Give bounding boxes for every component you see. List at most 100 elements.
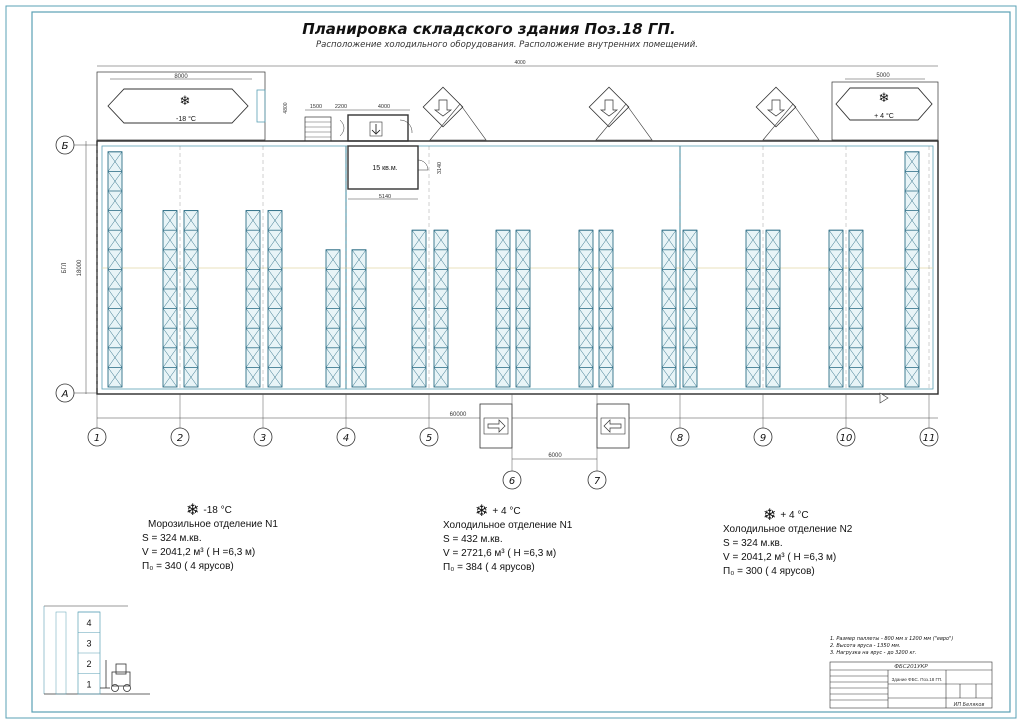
- rack: [267, 210, 283, 388]
- corridor-block: [256, 89, 266, 123]
- room-door-swing: [417, 159, 429, 171]
- axis-marker-col: [587, 470, 607, 490]
- dim-5000: 5000: [876, 73, 890, 79]
- rack: [433, 229, 449, 388]
- rack: [904, 151, 920, 388]
- axis-marker-col: [336, 427, 356, 447]
- axis-label-col: 8: [677, 433, 683, 444]
- rack: [107, 151, 123, 388]
- section-volume: V = 2721,6 м³ ( Н =6,3 м): [443, 548, 557, 559]
- section-name: Холодильное отделение N1: [443, 520, 573, 531]
- section-info-cooler-1: ❄+ 4 °С Холодильное отделение N1 S = 432…: [443, 503, 573, 575]
- snowflake-icon: ❄: [475, 503, 489, 520]
- section-temp: + 4 °С: [492, 506, 521, 517]
- office-room: [347, 145, 419, 190]
- rack: [578, 229, 594, 388]
- stamp-project: Здание ФБС. Поз.18 ГП.: [892, 677, 943, 682]
- dim-18000: 18000: [77, 259, 83, 276]
- dock-gate-left: [479, 403, 513, 449]
- axis-marker-col: [919, 427, 939, 447]
- section-area: S = 432 м.кв.: [443, 534, 503, 545]
- dim-side-code: БГЛ: [62, 263, 68, 274]
- section-area: S = 324 м.кв.: [142, 533, 202, 544]
- vestibule-arrow-icon: [371, 124, 381, 135]
- axis-marker-col: [670, 427, 690, 447]
- dim-1500: 1500: [310, 104, 322, 110]
- evaporator-hood-2: [595, 103, 653, 141]
- stamp-code: ФБС201УКР: [894, 664, 928, 670]
- evaporator-unit: [755, 86, 797, 128]
- rack: [162, 210, 178, 388]
- axis-label-col: 1: [94, 433, 100, 444]
- axis-label-col: 6: [509, 476, 515, 487]
- section-area: S = 324 м.кв.: [723, 538, 783, 549]
- tier-label: 2: [86, 659, 91, 669]
- rack: [682, 229, 698, 388]
- evaporator-unit: [588, 86, 630, 128]
- evaporator-hood-3: [762, 103, 820, 141]
- axis-marker-col: [419, 427, 439, 447]
- axis-label-col: 3: [260, 433, 266, 444]
- section-info-freezer: ❄-18 °С Морозильное отделение N1 S = 324…: [142, 502, 278, 574]
- rack: [745, 229, 761, 388]
- section-volume: V = 2041,2 м³ ( Н =6,3 м): [723, 552, 837, 563]
- cooler-left-temp: -18 °С: [176, 115, 196, 123]
- section-info-cooler-2: ❄+ 4 °С Холодильное отделение N2 S = 324…: [723, 507, 853, 579]
- office-room-label: 15 кв.м.: [372, 165, 397, 172]
- rack: [515, 229, 531, 388]
- note-1: 1. Размер паллеты - 800 мм х 1200 мм ("е…: [830, 636, 954, 642]
- dim-3140: 3140: [437, 162, 443, 174]
- axis-marker-col: [87, 427, 107, 447]
- stairs-steps: [305, 121, 331, 138]
- rack: [661, 229, 677, 388]
- axis-label-col: 7: [594, 476, 601, 487]
- notes-block: 1. Размер паллеты - 800 мм х 1200 мм ("е…: [830, 636, 953, 657]
- tier-diagram: [43, 605, 150, 695]
- axis-label-col: 10: [840, 433, 853, 444]
- dim-4000: 4000: [378, 104, 390, 110]
- cooler-right-temp: + 4 °С: [874, 112, 894, 120]
- snowflake-icon: ❄: [180, 93, 191, 108]
- door-swing: [339, 119, 345, 137]
- dock-gate-right: [596, 403, 630, 449]
- drawing-subtitle: Расположение холодильного оборудования. …: [316, 40, 698, 50]
- dim-2200: 2200: [335, 104, 347, 110]
- rack: [411, 229, 427, 388]
- snowflake-icon: ❄: [763, 507, 777, 524]
- outer-frame: [5, 5, 1017, 719]
- rack: [325, 249, 341, 388]
- dim-8000: 8000: [174, 74, 188, 80]
- cooler-left-unit: [107, 88, 249, 124]
- title-block: [829, 661, 993, 709]
- rack: [848, 229, 864, 388]
- door-swing-right: [399, 119, 413, 134]
- dim-60000: 60000: [450, 412, 467, 418]
- section-pallets: П₀ = 340 ( 4 ярусов): [142, 561, 234, 572]
- tier-label: 1: [86, 680, 91, 690]
- drawing-title: Планировка складского здания Поз.18 ГП.: [302, 20, 676, 38]
- entrance-stairs: [304, 116, 332, 142]
- vestibule: [347, 114, 409, 142]
- axis-marker-b: [55, 135, 75, 155]
- rack: [351, 249, 367, 388]
- rack: [828, 229, 844, 388]
- forklift-icon: [100, 660, 131, 692]
- evaporator-hood-1: [429, 103, 487, 141]
- rack: [598, 229, 614, 388]
- axis-marker-a: [55, 383, 75, 403]
- axis-marker-col: [502, 470, 522, 490]
- building-inner-wall: [101, 145, 934, 390]
- tier-label: 3: [86, 639, 91, 649]
- axis-marker-col: [753, 427, 773, 447]
- tier-label: 4: [86, 618, 91, 628]
- axis-label-a: А: [61, 389, 69, 400]
- snowflake-icon: ❄: [186, 502, 200, 519]
- note-3: 3. Нагрузка на ярус - до 3200 кг.: [830, 650, 917, 656]
- door-marker-bottom: [879, 392, 889, 404]
- stamp-org: ИП Беляков: [954, 702, 985, 708]
- section-name: Морозильное отделение N1: [148, 519, 278, 530]
- section-name: Холодильное отделение N2: [723, 524, 853, 535]
